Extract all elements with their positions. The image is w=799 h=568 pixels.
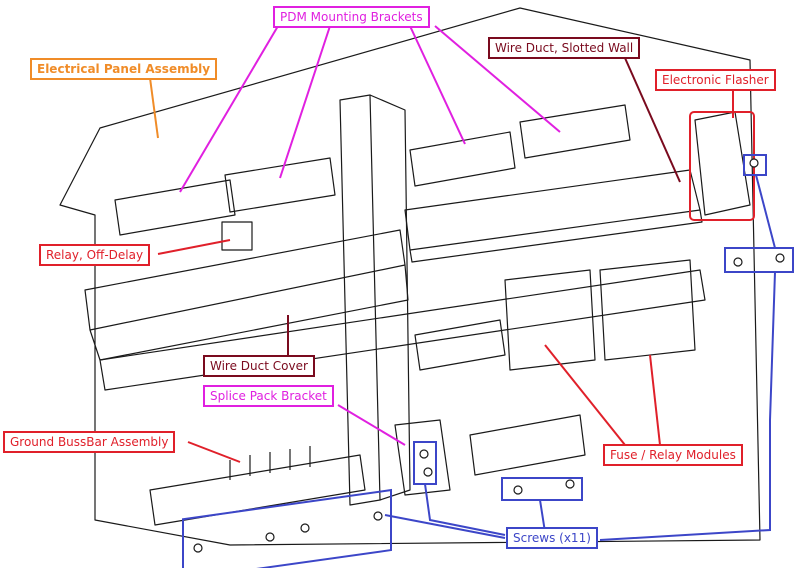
screw-box-left: [182, 488, 392, 568]
label-ground-bussbar-assembly: Ground BussBar Assembly: [3, 431, 176, 453]
electrical-panel: [59, 7, 761, 546]
pdm-bracket-1: [114, 179, 236, 236]
upper-wire-duct: [404, 169, 701, 251]
screw-box-lower-right: [501, 477, 583, 501]
label-pdm-mounting-brackets: PDM Mounting Brackets: [273, 6, 430, 28]
pdm-bracket-2: [224, 157, 336, 213]
perforated-plate: [414, 319, 506, 371]
wire-duct-cover-shape: [99, 269, 706, 391]
fuse-module-2: [599, 259, 696, 361]
screw-box-flasher: [743, 154, 767, 176]
label-relay-off-delay: Relay, Off-Delay: [39, 244, 151, 266]
fuse-module-1: [504, 269, 596, 371]
label-electrical-panel-assembly: Electrical Panel Assembly: [30, 58, 218, 80]
ground-bussbar: [149, 454, 366, 526]
screw-box-splice: [413, 441, 437, 485]
label-fuse-relay-modules: Fuse / Relay Modules: [603, 444, 743, 466]
label-electronic-flasher: Electronic Flasher: [655, 69, 776, 91]
label-wire-duct-slotted-wall: Wire Duct, Slotted Wall: [488, 37, 641, 59]
label-splice-pack-bracket: Splice Pack Bracket: [203, 385, 334, 407]
relay-box: [221, 221, 253, 251]
vertical-wire-duct: [339, 94, 381, 506]
splice-bracket-shape: [394, 419, 451, 496]
pdm-bracket-3: [409, 131, 516, 187]
label-wire-duct-cover: Wire Duct Cover: [203, 355, 315, 377]
flasher-body: [694, 111, 751, 216]
screw-box-right: [724, 247, 794, 273]
label-screws: Screws (x11): [506, 527, 598, 549]
lower-right-bracket: [469, 414, 586, 476]
pdm-bracket-4: [519, 104, 631, 159]
